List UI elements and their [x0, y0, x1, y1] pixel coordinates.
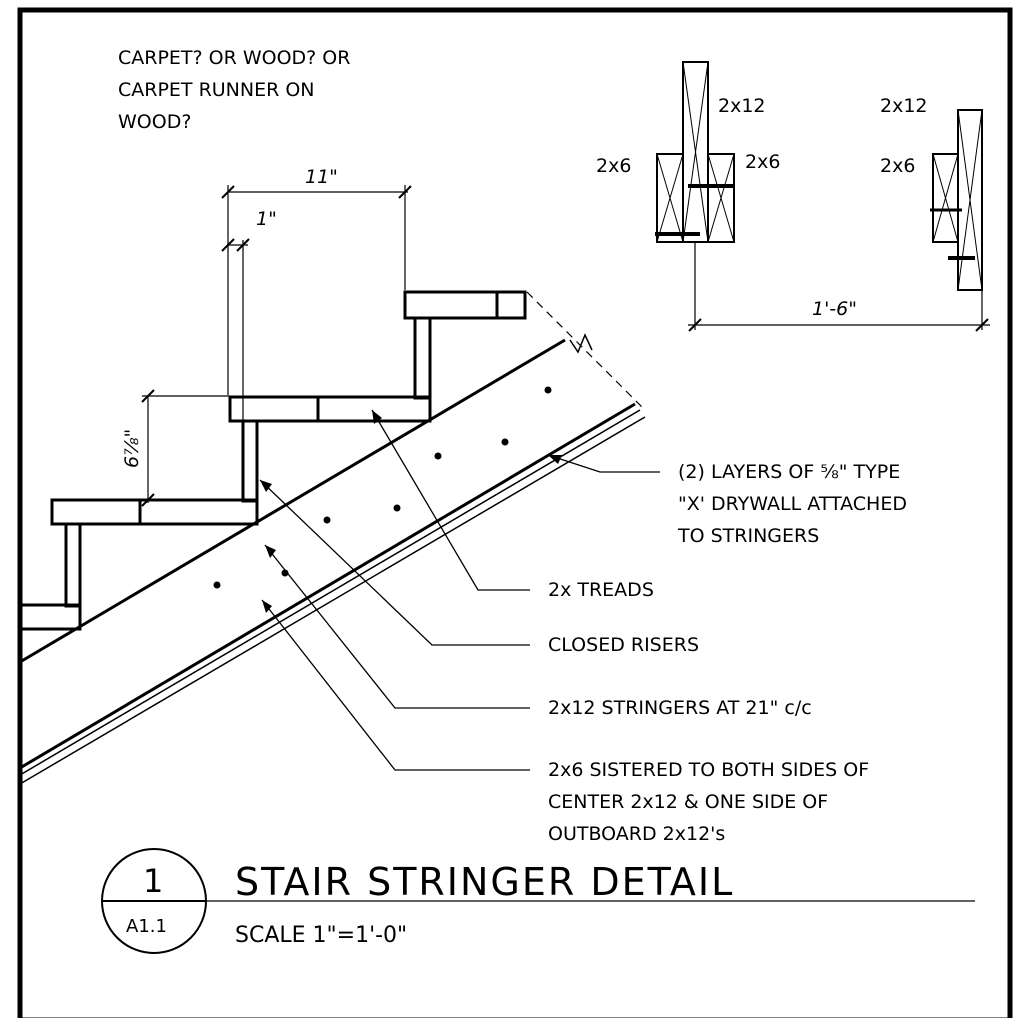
detail-title: STAIR STRINGER DETAIL	[235, 860, 734, 904]
stringer-bottom-edge	[19, 402, 636, 770]
break-symbol	[569, 333, 593, 354]
callout-sister-line1: 2x6 SISTERED TO BOTH SIDES OF	[548, 759, 869, 781]
label-center-2x12: 2x12	[718, 95, 766, 117]
label-center-right-2x6: 2x6	[745, 151, 780, 173]
detail-scale: SCALE 1"=1'-0"	[235, 923, 407, 948]
finish-note-line1: CARPET? OR WOOD? OR	[118, 47, 350, 69]
dim-riser-height: 6⅞"	[121, 429, 143, 468]
callout-drywall-line1: (2) LAYERS OF ⅝" TYPE	[678, 461, 900, 483]
tread-middle	[228, 395, 432, 423]
sheet-number: A1.1	[126, 916, 167, 937]
detail-number: 1	[143, 862, 163, 900]
stringer-top-edge	[19, 338, 566, 664]
label-outboard-2x6: 2x6	[880, 155, 915, 177]
callout-drywall-line2: "X' DRYWALL ATTACHED	[678, 493, 907, 515]
stringer-section-view	[655, 61, 990, 332]
leader-lines	[259, 409, 660, 771]
callout-stringers: 2x12 STRINGERS AT 21" c/c	[548, 697, 812, 719]
outboard-2x6	[932, 153, 959, 243]
leader-arrowheads	[260, 410, 562, 613]
riser-top	[413, 316, 432, 400]
stair-elevation	[18, 290, 646, 785]
tread-bottom	[18, 603, 82, 631]
tread-lower	[50, 498, 259, 526]
riser-lower	[64, 522, 82, 608]
center-right-2x6	[707, 153, 735, 243]
dimension-lines	[141, 185, 412, 507]
nail-dots	[213, 386, 552, 589]
callout-sister-line3: OUTBOARD 2x12's	[548, 823, 725, 845]
dim-nosing: 1"	[256, 208, 277, 230]
finish-note-line2: CARPET RUNNER ON	[118, 79, 315, 101]
sheet-border	[17, 7, 1013, 1018]
riser-middle	[241, 419, 259, 503]
callout-risers: CLOSED RISERS	[548, 634, 699, 656]
callout-drywall-line3: TO STRINGERS	[677, 525, 819, 547]
dim-tread-depth: 11"	[305, 166, 338, 188]
finish-note-line3: WOOD?	[118, 111, 191, 133]
tread-top	[403, 290, 527, 320]
center-left-2x6	[656, 153, 684, 243]
label-outboard-2x12: 2x12	[880, 95, 928, 117]
label-center-left-2x6: 2x6	[596, 155, 631, 177]
drywall-layer-2	[19, 416, 646, 785]
callout-treads: 2x TREADS	[548, 579, 654, 601]
dim-stringer-spacing: 1'-6"	[812, 298, 857, 320]
callout-sister-line2: CENTER 2x12 & ONE SIDE OF	[548, 791, 828, 813]
drywall-layer-1	[19, 409, 641, 776]
